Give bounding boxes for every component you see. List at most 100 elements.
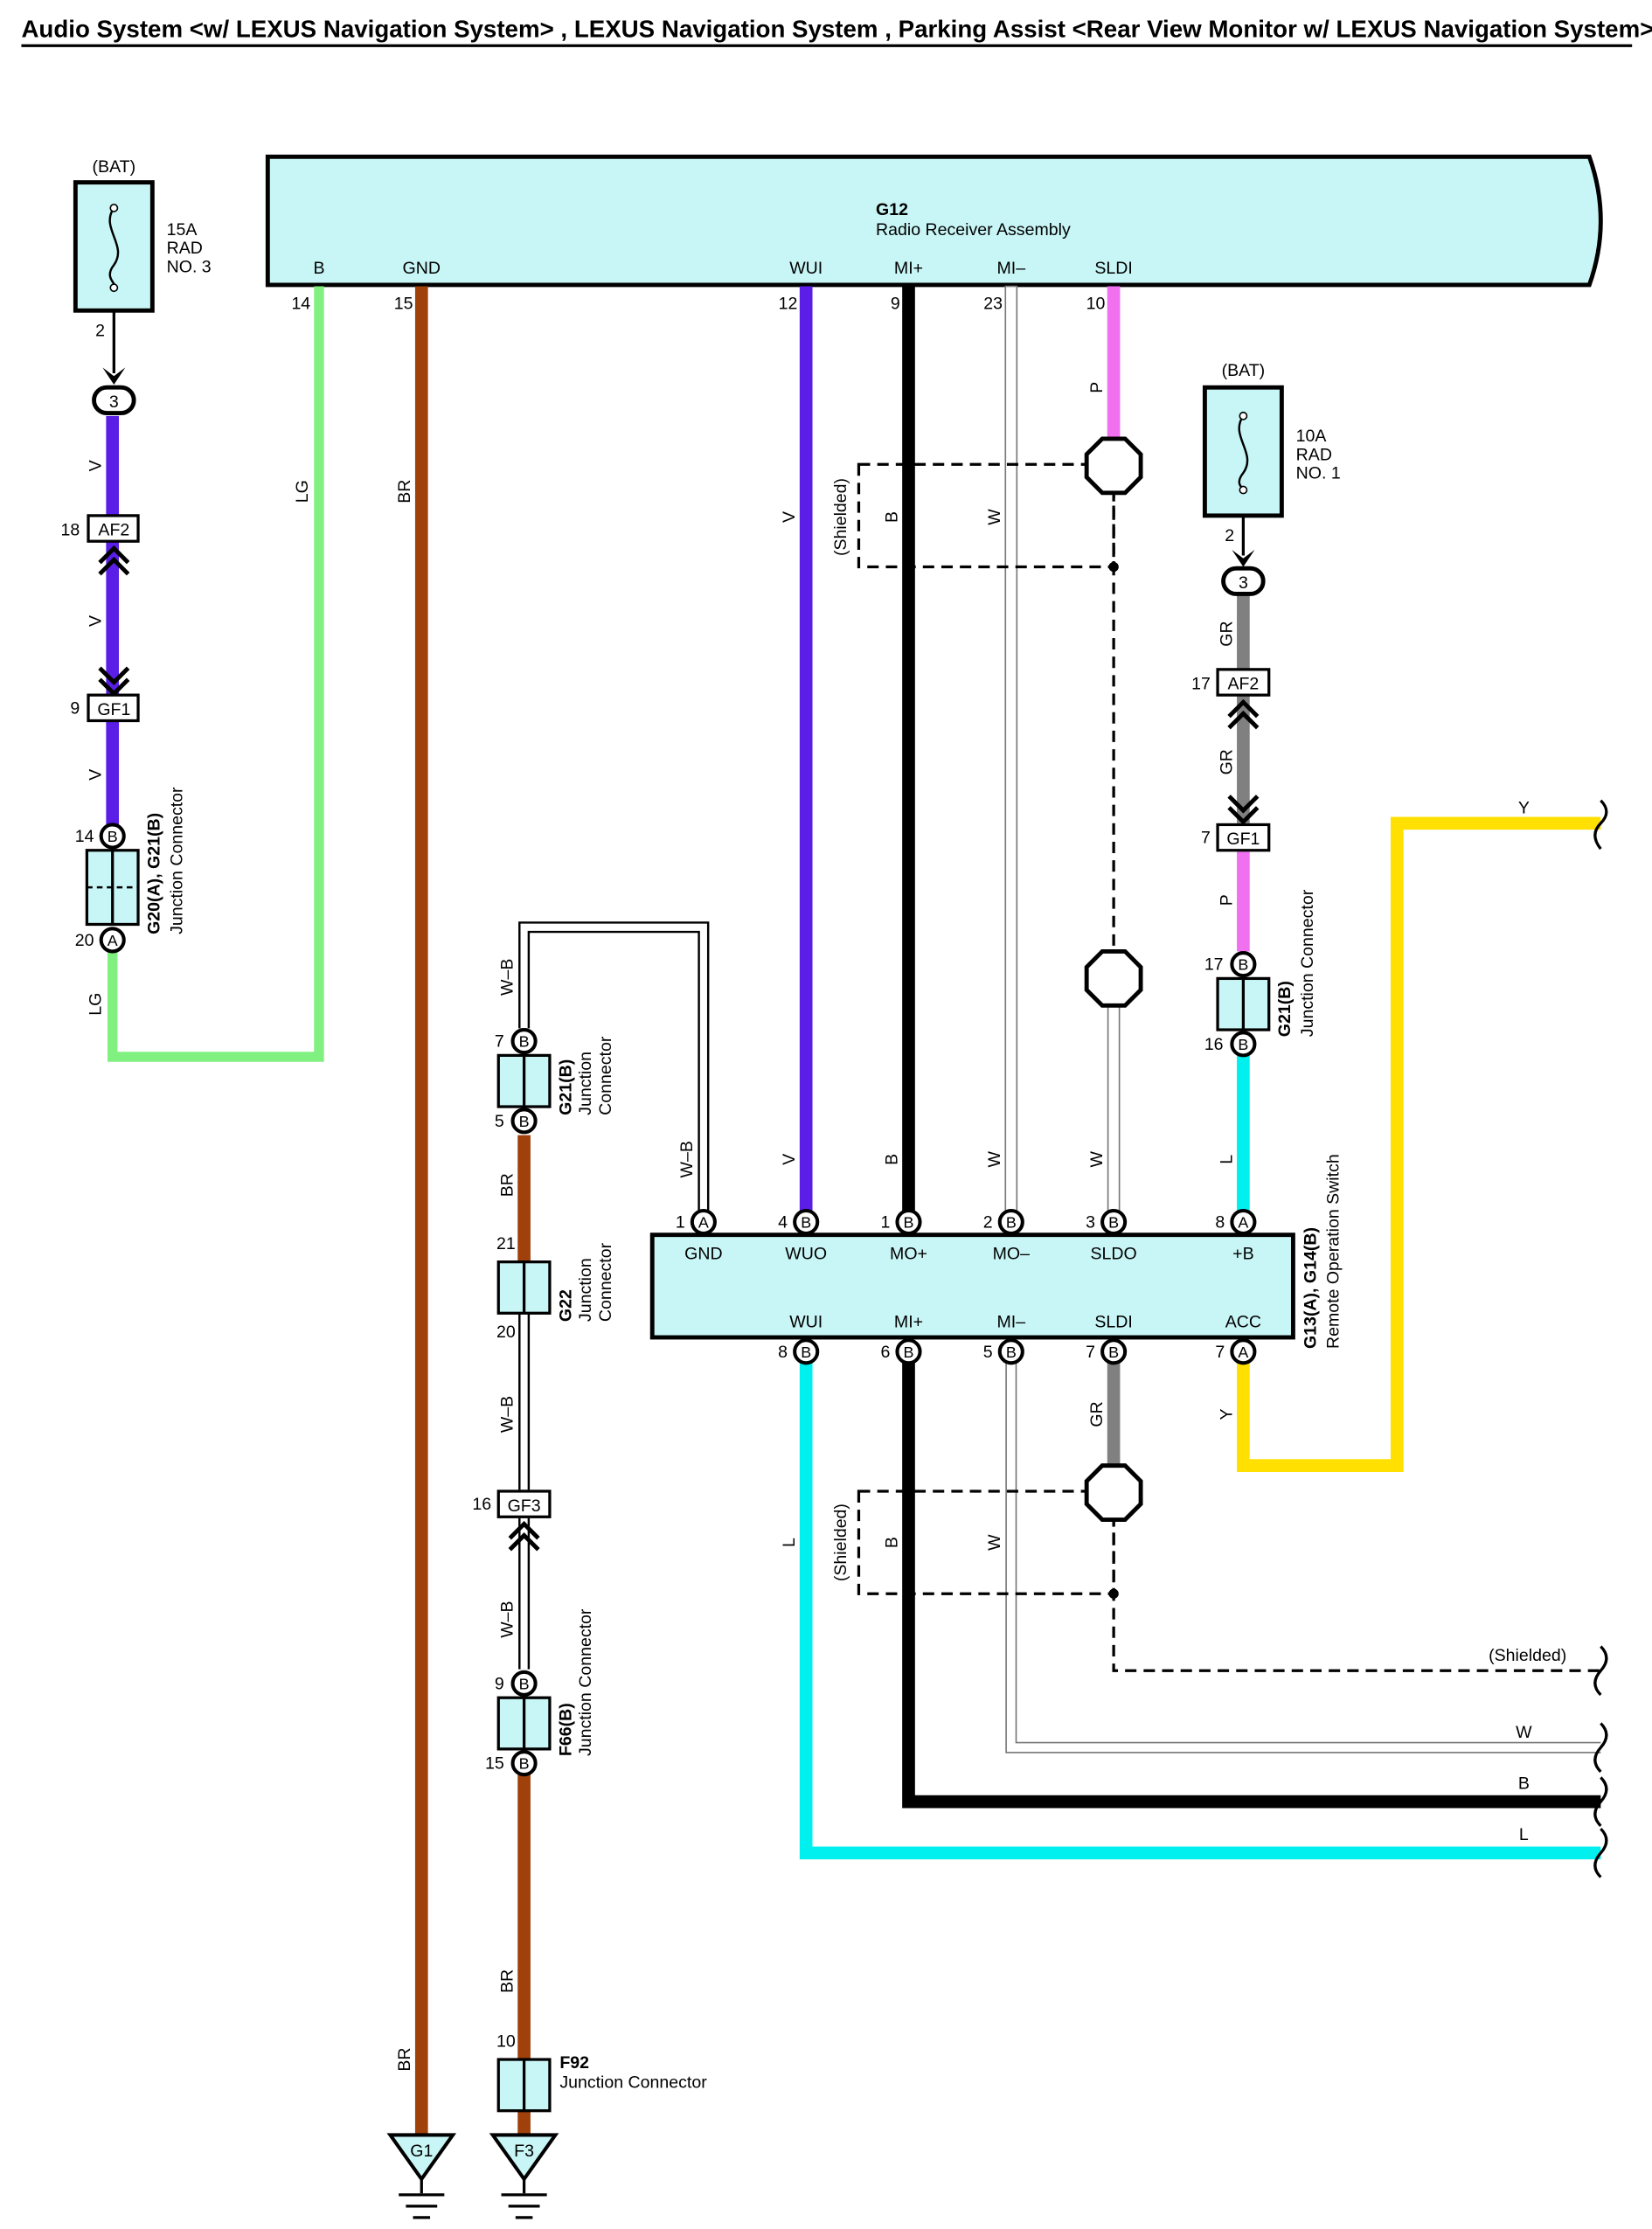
jc-right-term-bottom — [1230, 1031, 1257, 1058]
af2-left-chevron — [98, 545, 130, 576]
jc-left-code: G20(A), G21(B) — [144, 813, 163, 934]
wire-l-out — [799, 1363, 1601, 1860]
terminal-conn: B — [1006, 1344, 1017, 1361]
remote-top-terminal: 4 B WUO — [778, 1208, 827, 1263]
terminal-pin: 7 — [1086, 1343, 1095, 1362]
fuse-left-terminal — [109, 204, 119, 212]
output-label-w: W — [1516, 1723, 1532, 1742]
terminal-conn: B — [1006, 1214, 1017, 1232]
terminal-label: WUO — [785, 1244, 827, 1263]
fuse-right-conn-pin: 3 — [1239, 573, 1248, 593]
page-title: Audio System <w/ LEXUS Navigation System… — [21, 15, 1652, 42]
f66-term-bottom — [510, 1750, 538, 1777]
fuse-right-pin: 2 — [1225, 526, 1234, 545]
g22-pin-top: 21 — [496, 1234, 516, 1253]
g21-name: Connector — [596, 1036, 615, 1115]
terminal-circle — [690, 1208, 717, 1236]
gf1-left-pin: 9 — [70, 698, 80, 718]
terminal-label: SLDI — [1094, 1313, 1132, 1332]
terminal-label: WUI — [789, 1313, 823, 1332]
terminal-pin: 1 — [880, 1213, 890, 1233]
g21-pin-top: 7 — [495, 1032, 504, 1052]
wire-label-wb: W–B — [498, 959, 517, 996]
g12-pin: 14 — [291, 295, 310, 314]
wire-y — [1237, 816, 1601, 1472]
wire-label-lg: LG — [293, 480, 312, 503]
g21-conn-top: B — [519, 1033, 530, 1051]
g22-pin-bottom: 20 — [496, 1323, 516, 1342]
fuse-left-conn — [92, 385, 136, 416]
terminal-pin: 1 — [676, 1213, 685, 1233]
g12-term-label: MI+ — [894, 259, 923, 278]
g21-term-top — [510, 1028, 538, 1055]
output-label-shielded: (Shielded) — [1489, 1646, 1566, 1665]
terminal-conn: A — [1238, 1344, 1248, 1361]
fuse-left-terminal — [109, 283, 119, 293]
g12-pin: 12 — [779, 295, 798, 314]
jc-left-name: Junction Connector — [168, 787, 187, 934]
break-mark — [1593, 1827, 1608, 1878]
remote-bottom-terminal: MI– 5 B — [983, 1313, 1025, 1365]
output-label-b: B — [1518, 1774, 1530, 1793]
jc-left-conn-top: B — [108, 828, 118, 845]
gf1-left-conn — [87, 693, 140, 723]
g12-pin: 9 — [891, 295, 900, 314]
gf1-right-chevron — [1227, 795, 1260, 825]
shield-label-lower: (Shielded) — [831, 1503, 850, 1581]
radio-receiver-code: G12 — [876, 200, 908, 219]
fuse-right-terminal — [1239, 411, 1248, 420]
wire-w — [1004, 285, 1018, 1212]
gf1-left-label: GF1 — [97, 700, 130, 719]
fuse-right-supply: (BAT) — [1222, 361, 1266, 380]
fuse-left-supply: (BAT) — [93, 157, 136, 177]
fuse-right-conn — [1221, 566, 1266, 596]
g12-term-label: WUI — [789, 259, 823, 278]
wire-w-sld — [1107, 1002, 1121, 1212]
f66-conn-top: B — [519, 1675, 530, 1692]
f66-pin-bottom: 15 — [485, 1754, 504, 1774]
gf1-right-conn — [1216, 823, 1271, 852]
wire-label-wb: W–B — [498, 1601, 517, 1637]
wire-label-v: V — [780, 511, 799, 523]
wire-wb-top-inner — [520, 923, 707, 1211]
wire-label-v: V — [780, 1154, 799, 1165]
terminal-conn: B — [904, 1344, 914, 1361]
terminal-pin: 8 — [1215, 1213, 1225, 1233]
remote-top-terminal: 1 A GND — [676, 1208, 723, 1263]
jc-right-conn-bottom: B — [1238, 1036, 1248, 1053]
terminal-label: MI+ — [894, 1313, 923, 1332]
f66-name: Junction Connector — [576, 1608, 595, 1756]
wire-label-b: B — [882, 511, 901, 523]
jc-right-name: Junction Connector — [1298, 889, 1317, 1037]
fuse-right-box — [1202, 385, 1284, 518]
shield-junction — [1108, 561, 1119, 573]
jc-right-term-top — [1230, 951, 1257, 978]
g22-name: Junction — [576, 1258, 595, 1322]
af2-right-chevron — [1227, 698, 1260, 730]
wire-label-lg: LG — [87, 993, 106, 1016]
terminal-circle — [1100, 1338, 1128, 1365]
terminal-pin: 7 — [1215, 1343, 1225, 1362]
gf3-pin: 16 — [472, 1495, 491, 1514]
jc-right-pin-top: 17 — [1204, 955, 1224, 975]
terminal-conn: B — [1108, 1344, 1119, 1361]
wire-label-gr: GR — [1217, 621, 1236, 646]
ground-f3-label: F3 — [514, 2142, 534, 2161]
fuse-right-rating: 10A — [1296, 427, 1327, 446]
fuse-left-pin: 2 — [95, 322, 105, 341]
jc-left-term-top — [99, 823, 126, 850]
terminal-pin: 3 — [1086, 1213, 1095, 1233]
shield-label-upper: (Shielded) — [831, 478, 850, 556]
fuse-left-conn-pin: 3 — [109, 392, 119, 412]
g21-term-bottom — [510, 1108, 538, 1135]
break-mark — [1593, 1645, 1608, 1697]
jc-right-code: G21(B) — [1275, 981, 1295, 1037]
wire-label-w: W — [985, 509, 1004, 525]
remote-switch-box — [649, 1233, 1295, 1340]
terminal-conn: A — [698, 1214, 709, 1232]
terminal-circle — [1230, 1338, 1257, 1365]
f66-conn-bottom: B — [519, 1755, 530, 1773]
wire-label-p: P — [1217, 894, 1236, 906]
g12-term-label: B — [313, 259, 324, 278]
